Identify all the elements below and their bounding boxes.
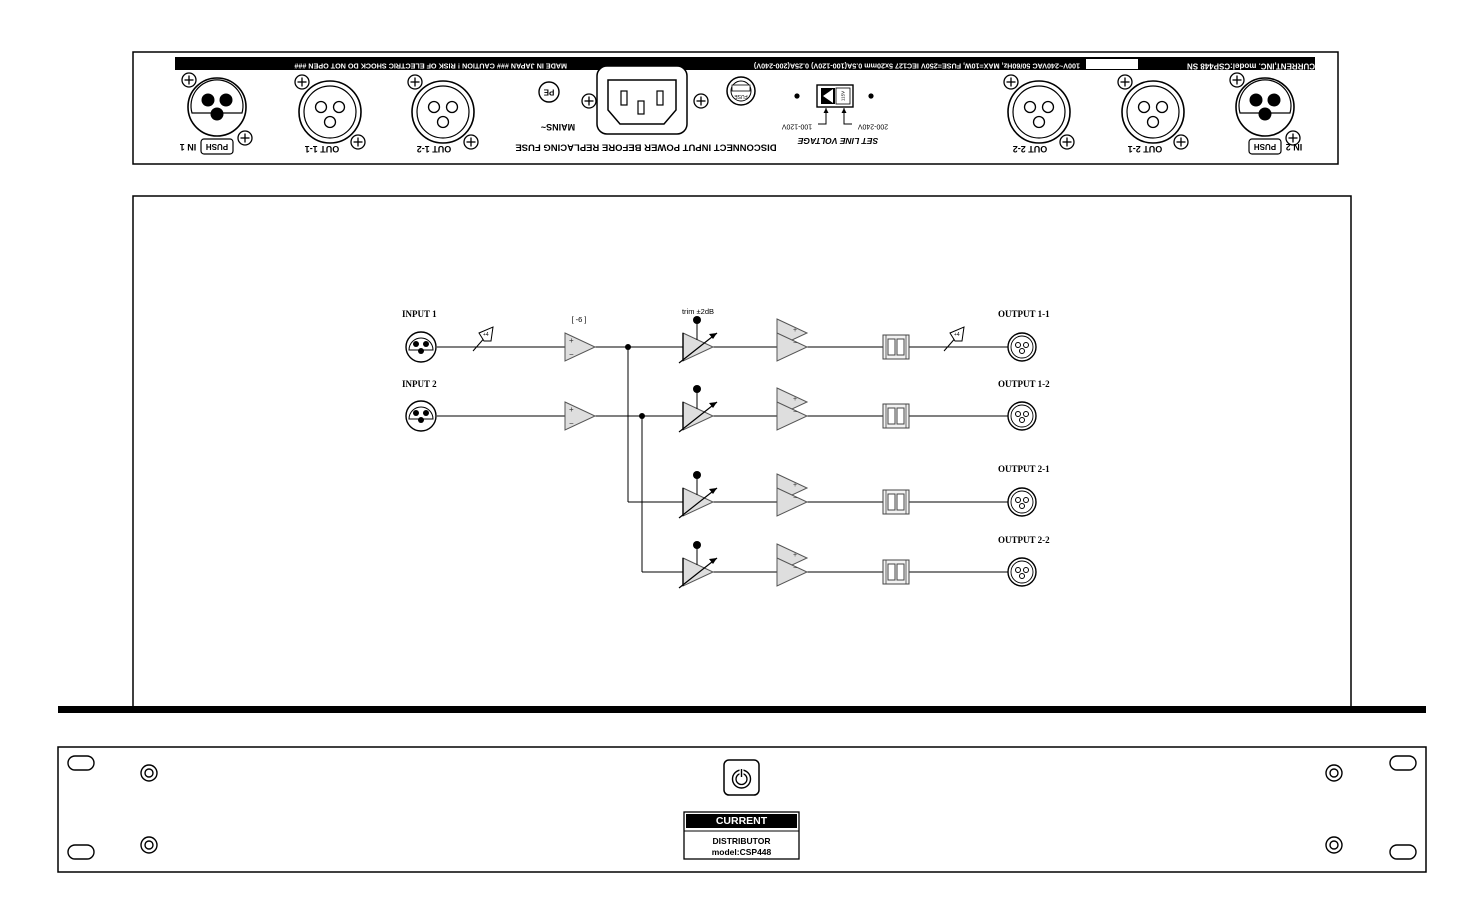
out22-connector[interactable]: OUT 2-2 [1003,74,1075,154]
voltage-high-label: 200-240V [857,123,888,130]
mains-label: MAINS~ [541,122,575,132]
fuse-holder[interactable]: FUSE [726,76,756,106]
input2-label: INPUT 2 [402,379,437,389]
out22-label: OUT 2-2 [1013,144,1048,154]
input2-symbol [405,400,437,432]
output22-label: OUTPUT 2-2 [998,535,1050,545]
label-strip-power-rating: 100V~240VAC 50/60Hz, MAX=10W, FUSE=250V … [753,62,1080,71]
front-screw [140,836,158,854]
out12-connector[interactable]: OUT 1-2 [407,74,479,154]
product-name: DISTRIBUTOR [713,836,771,846]
rear-panel: CURRENT,INC. model:CSP448 SN 100V~240VAC… [132,51,1339,165]
rack-slot [1389,844,1417,860]
output-transformer [882,559,910,585]
junction-dot [625,344,631,350]
gain-label: [ -6 ] [571,315,586,324]
power-button[interactable] [723,759,760,796]
block-diagram-panel: INPUT 1 INPUT 2 [ -6 ] trim ±2dB OUTPUT … [58,195,1426,713]
in1-label: IN 1 [180,142,197,152]
input1-symbol [405,331,437,363]
label-strip [175,57,1315,70]
voltage-selector[interactable]: 115V 100-120V 200-240V SET LINE VOLTAGE [781,84,888,146]
fuse-label: FUSE [734,93,748,99]
junction-dot [639,413,645,419]
front-screw [1325,836,1343,854]
out11-connector[interactable]: OUT 1-1 [294,74,366,154]
brand-plate: CURRENT DISTRIBUTOR model:CSP448 [683,811,800,860]
rack-slot [1389,755,1417,771]
label-strip-caution: MADE IN JAPAN ### CAUTION ! RISK OF ELEC… [294,62,567,71]
power-icon [731,769,752,789]
serial-number-box [1086,59,1138,69]
rack-slot [67,755,95,771]
output22-symbol [1007,557,1037,587]
set-line-voltage-label: SET LINE VOLTAGE [797,136,878,146]
in2-push-label: PUSH [1254,142,1276,151]
brand-name: CURRENT [716,815,768,827]
output12-label: OUTPUT 1-2 [998,379,1050,389]
output-transformer [882,334,910,360]
model-name: model:CSP448 [712,847,772,857]
out21-label: OUT 2-1 [1128,144,1163,154]
output11-label: OUTPUT 1-1 [998,309,1050,319]
output21-label: OUTPUT 2-1 [998,464,1050,474]
ground-screw: PE [538,81,560,103]
trim-label: trim ±2dB [682,307,714,316]
rack-slot [67,844,95,860]
front-screw [1325,764,1343,782]
switch-mark: 115V [841,91,846,101]
out21-connector[interactable]: OUT 2-1 [1117,74,1189,154]
signal-wires [437,346,1008,573]
output12-symbol [1007,401,1037,431]
ac-inlet[interactable]: MAINS~ [541,65,709,135]
front-panel: CURRENT DISTRIBUTOR model:CSP448 [57,746,1427,873]
front-screw [140,764,158,782]
voltage-low-label: 100-120V [781,123,812,130]
output-transformer [882,403,910,429]
output11-symbol [1007,332,1037,362]
fuse-warning: DISCONNECT INPUT POWER BEFORE REPLACING … [515,142,776,153]
in1-push-label: PUSH [206,142,228,151]
in2-label: IN 2 [1286,142,1303,152]
input1-label: INPUT 1 [402,309,437,319]
rack-ear-bar [58,706,1426,713]
svg-text:PE: PE [543,88,554,97]
in2-connector[interactable]: PUSH IN 2 [1229,72,1303,155]
in1-connector[interactable]: PUSH IN 1 [180,72,253,155]
output21-symbol [1007,487,1037,517]
output-transformer [882,489,910,515]
out12-label: OUT 1-2 [417,144,452,154]
out11-label: OUT 1-1 [305,144,340,154]
label-strip-model: CURRENT,INC. model:CSP448 SN [1187,62,1315,71]
